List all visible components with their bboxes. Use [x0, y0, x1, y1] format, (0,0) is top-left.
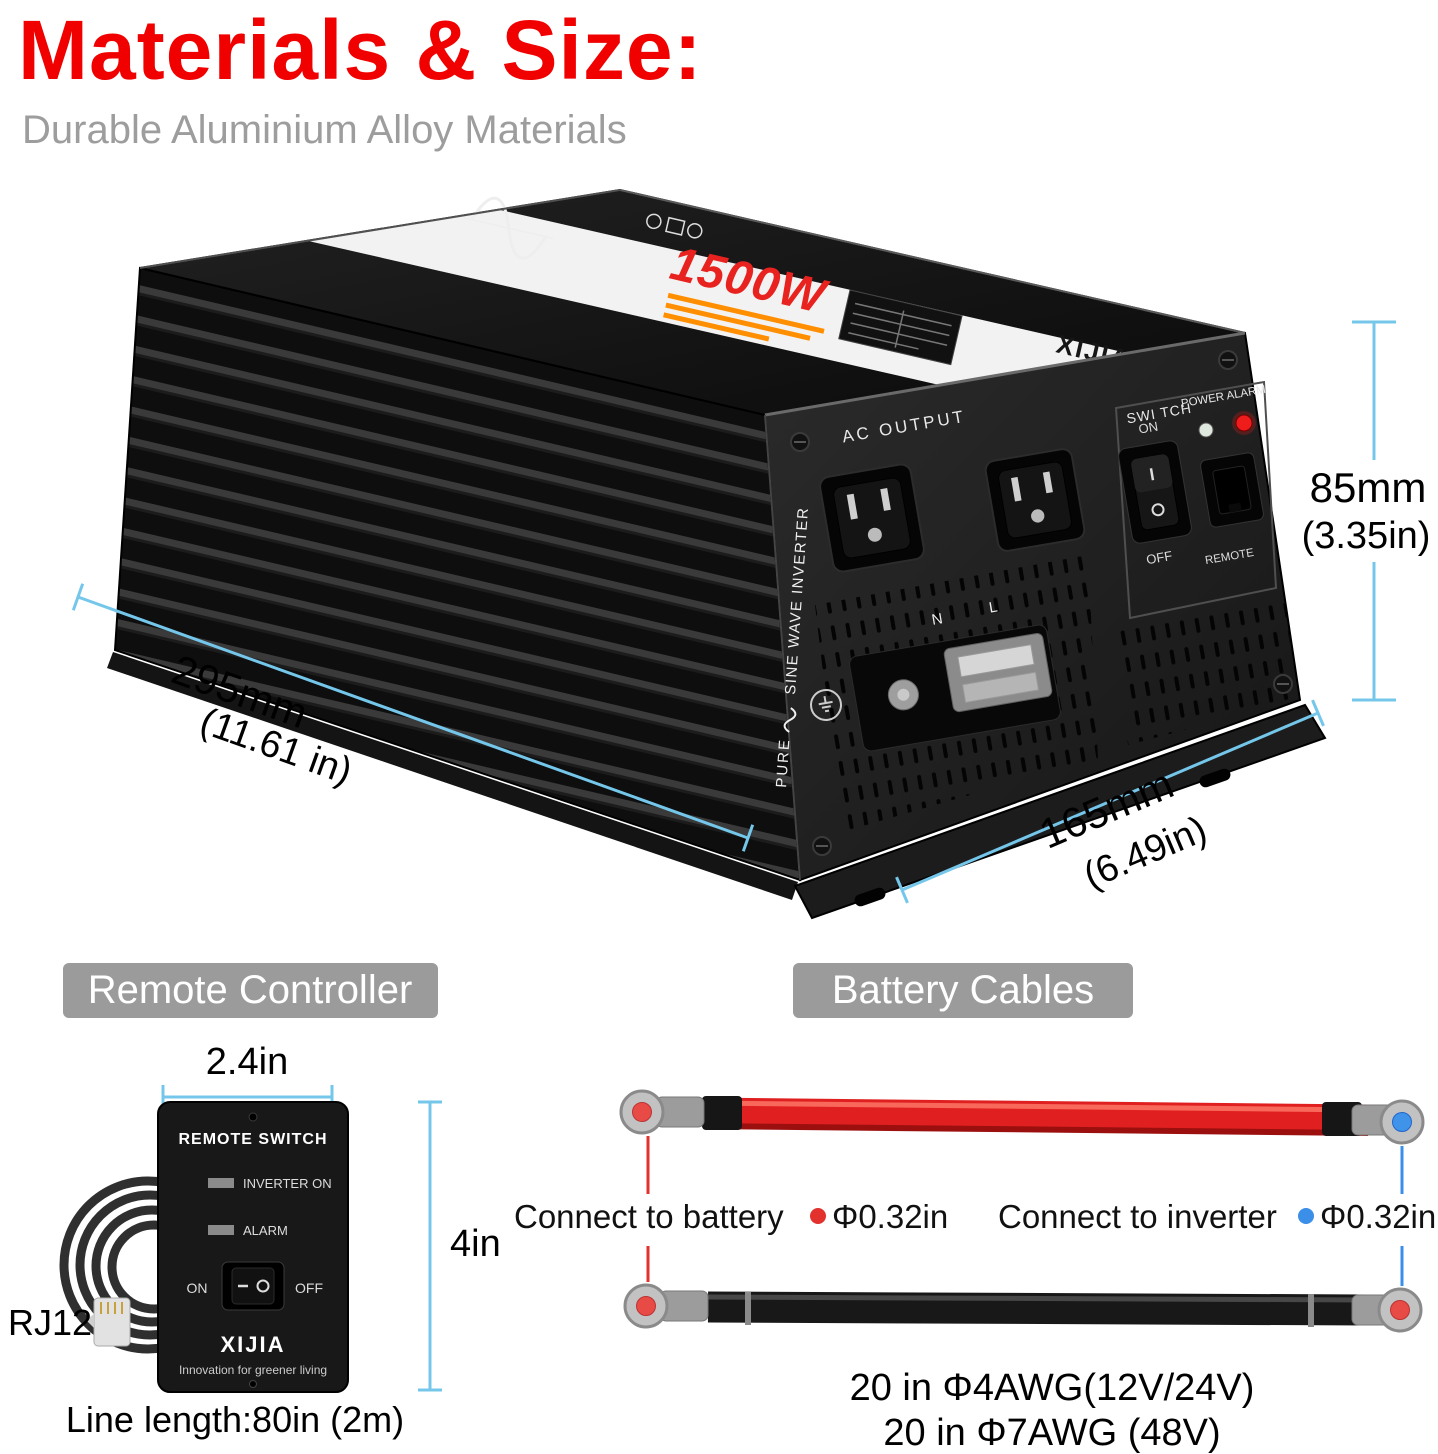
lower-sections: Remote Controller Battery Cables 2.4in 4…: [8, 963, 1436, 1454]
remote-title: REMOTE SWITCH: [179, 1131, 328, 1148]
inverter-side-lip: [107, 652, 798, 900]
remote-on-label: ON: [187, 1280, 208, 1296]
connect-battery-label: Connect to battery: [514, 1198, 784, 1235]
black-cable: [623, 1283, 1423, 1333]
neutral-label: N: [930, 610, 944, 629]
ground-icon: [810, 689, 842, 721]
inverter-diameter: Φ0.32in: [1320, 1198, 1436, 1235]
remote-rocker-switch: [221, 1261, 285, 1311]
power-led: [1198, 422, 1214, 438]
terminal-block: [849, 624, 1061, 752]
edge-highlight: [764, 331, 1246, 417]
certification-marks: [646, 213, 703, 239]
battery-end-hole: [632, 1102, 652, 1122]
edge-highlight: [139, 189, 621, 269]
connect-inverter-label: Connect to inverter: [998, 1198, 1277, 1235]
inverter-dot-icon: [1298, 1208, 1314, 1224]
alarm-led: [1235, 414, 1253, 432]
switch-off-label: OFF: [1145, 548, 1173, 567]
vent-slots-right: [1115, 598, 1298, 745]
remote-width-dim: 2.4in: [206, 1041, 288, 1083]
line-length-label: Line length:80in (2m): [66, 1399, 404, 1440]
sine-wave-logo: [463, 196, 554, 260]
remote-controller-header-bg: [63, 963, 438, 1018]
switch-cluster-outline: [1114, 380, 1278, 620]
battery-dot-icon: [810, 1208, 826, 1224]
black-cable-right-hole: [1390, 1300, 1410, 1320]
remote-controller-header: Remote Controller: [88, 968, 413, 1012]
edge-highlight: [764, 414, 801, 881]
rocker-switch: [1118, 440, 1192, 544]
remote-device: REMOTE SWITCH INVERTER ON ALARM ON OFF X…: [157, 1101, 349, 1393]
switch-on-label: ON: [1137, 419, 1159, 437]
rj12-connector: [86, 1297, 131, 1347]
cable-spec-2: 20 in Φ7AWG (48V): [883, 1412, 1220, 1454]
alarm-label: ALARM: [243, 1223, 288, 1238]
page-subtitle: Durable Aluminium Alloy Materials: [22, 108, 627, 152]
side-text-pure: PURE: [773, 738, 793, 789]
hanging-hole: [248, 1112, 258, 1122]
battery-diameter: Φ0.32in: [832, 1198, 948, 1235]
pointer-lines: [646, 1136, 1404, 1286]
ac-outlet-2: [984, 448, 1086, 552]
inverter-end-hole: [1392, 1112, 1412, 1132]
cable-spec-1: 20 in Φ4AWG(12V/24V): [850, 1367, 1255, 1409]
remote-height-dim: 4in: [450, 1223, 501, 1265]
rj12-label: RJ12: [8, 1302, 92, 1343]
spec-label-box: [838, 289, 963, 366]
inverter-on-label: INVERTER ON: [243, 1176, 332, 1191]
mounting-flange: [793, 703, 1327, 920]
inverter-illustration: 1500W XIJIA: [71, 188, 1431, 920]
height-dim-mm: 85mm: [1310, 464, 1427, 511]
dimension-annotations: [71, 320, 1396, 904]
remote-off-label: OFF: [295, 1280, 323, 1296]
label-sub-lines: [663, 292, 825, 342]
remote-tagline: Innovation for greener living: [179, 1363, 327, 1377]
black-cable-left-hole: [636, 1296, 656, 1316]
remote-dim-lines: [161, 1085, 442, 1392]
battery-cables-header-bg: [793, 963, 1133, 1018]
alarm-led-remote: [208, 1225, 234, 1235]
side-wave-icon: [783, 707, 797, 733]
panel-screws: [790, 350, 1293, 856]
live-label: L: [988, 598, 999, 616]
inverter-on-led: [208, 1178, 234, 1188]
red-cable: [619, 1089, 1425, 1145]
battery-cables-header: Battery Cables: [832, 968, 1094, 1012]
height-dim-in: (3.35in): [1302, 515, 1431, 557]
page-title: Materials & Size:: [18, 3, 703, 97]
remote-jack: [1200, 452, 1264, 528]
ac-outlet-1: [819, 463, 925, 573]
edge-highlight: [619, 189, 1246, 334]
bottom-screw: [249, 1380, 257, 1388]
remote-brand: XIJIA: [220, 1332, 285, 1357]
